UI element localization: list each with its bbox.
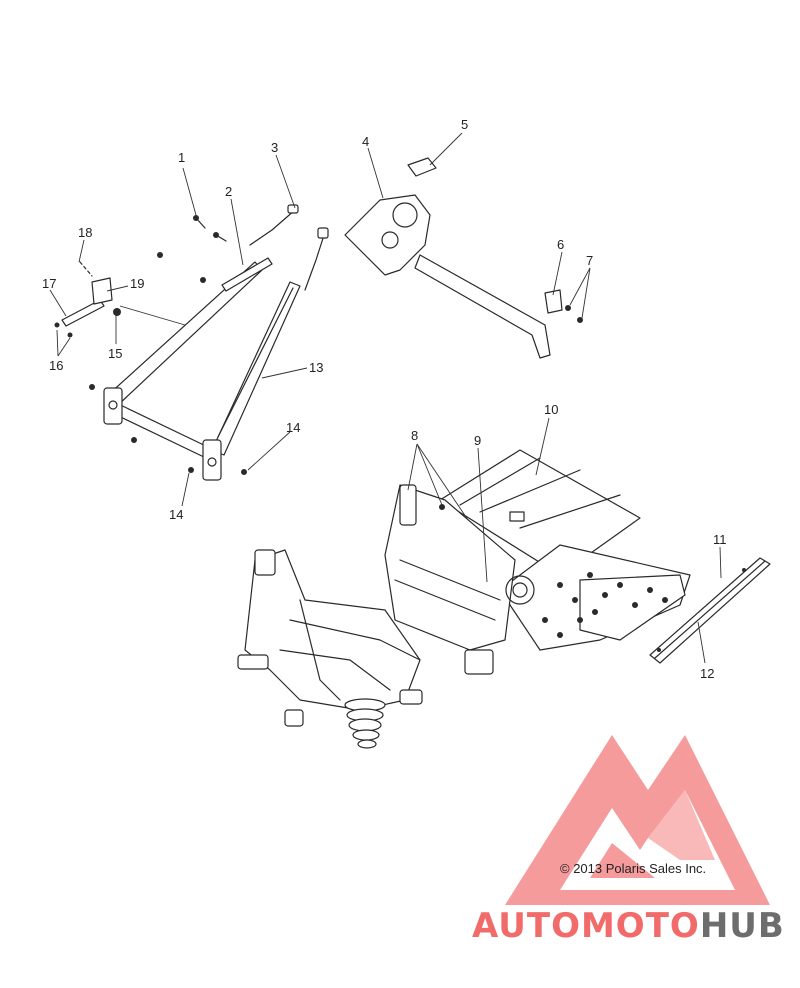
callout-17: 17	[42, 276, 56, 291]
callout-10: 10	[544, 402, 558, 417]
callout-18: 18	[78, 225, 92, 240]
callout-11: 11	[713, 532, 727, 547]
callout-14-right: 14	[286, 420, 300, 435]
callout-4: 4	[362, 134, 369, 149]
watermark-hub: HUB	[700, 906, 785, 946]
steering-mount-assembly	[344, 157, 583, 359]
leader-lines	[49, 132, 722, 664]
callout-14-lower: 14	[169, 507, 183, 522]
callout-16: 16	[49, 358, 63, 373]
callout-labels: 1 2 3 4 5 6 7 8 9 10 11 12 13 14 14 15 1…	[42, 117, 727, 681]
callout-7: 7	[586, 253, 593, 268]
callout-8: 8	[411, 428, 418, 443]
watermark-text: AUTOMOTOHUB	[472, 906, 785, 946]
callout-13: 13	[309, 360, 323, 375]
callout-2: 2	[225, 184, 232, 199]
callout-19: 19	[130, 276, 144, 291]
callout-5: 5	[461, 117, 468, 132]
chassis-assembly	[237, 449, 691, 749]
callout-9: 9	[474, 433, 481, 448]
callout-12: 12	[700, 666, 714, 681]
upper-frame-assembly	[54, 204, 329, 481]
callout-3: 3	[271, 140, 278, 155]
callout-1: 1	[178, 150, 185, 165]
copyright-text: © 2013 Polaris Sales Inc.	[560, 861, 706, 876]
watermark-logo	[505, 735, 770, 905]
watermark-automoto: AUTOMOTO	[472, 906, 700, 946]
callout-15: 15	[108, 346, 122, 361]
svg-text:AUTOMOTOHUB: AUTOMOTOHUB	[472, 906, 785, 946]
rail-assembly	[649, 557, 771, 664]
callout-6: 6	[557, 237, 564, 252]
